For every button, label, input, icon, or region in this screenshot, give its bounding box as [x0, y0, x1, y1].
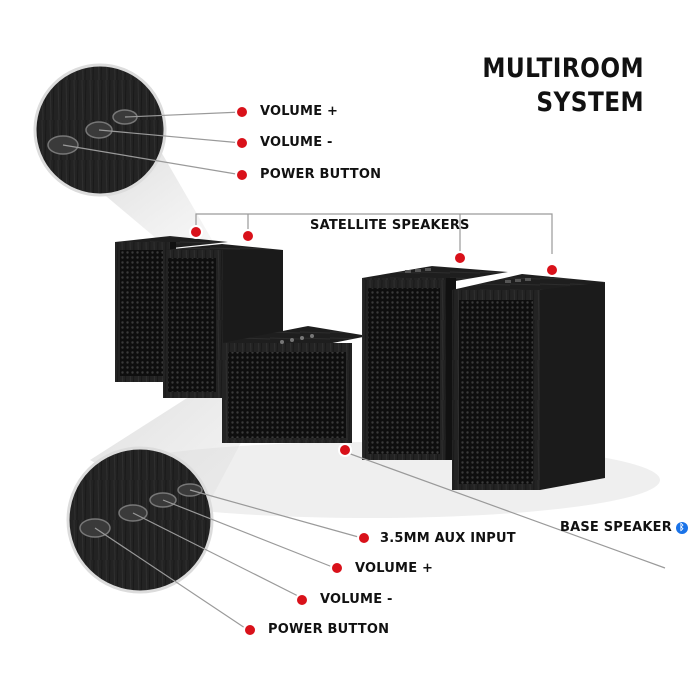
page-title: MULTIROOM SYSTEM: [482, 52, 644, 120]
leader-lines: [62, 111, 666, 631]
bottom-zoom-circle: [66, 446, 214, 594]
satellite-speaker-2: [163, 244, 283, 398]
satellite-speakers-label: SATELLITE SPEAKERS: [310, 218, 470, 233]
satellite-speaker-1: [115, 236, 228, 382]
top-power-button-label: POWER BUTTON: [260, 167, 382, 182]
bluetooth-icon: ᛒ: [675, 521, 688, 534]
title-line-1: MULTIROOM: [482, 53, 644, 84]
top-volume-plus-label: VOLUME +: [260, 104, 339, 119]
title-line-2: SYSTEM: [536, 87, 644, 118]
satellite-speaker-3: [362, 266, 508, 460]
base-speaker-unit: [222, 326, 368, 443]
bottom-volume-plus-label: VOLUME +: [355, 561, 434, 576]
bottom-aux-input-label: 3.5MM AUX INPUT: [380, 531, 516, 546]
marker-dots: [189, 105, 559, 637]
bottom-power-button-label: POWER BUTTON: [268, 622, 390, 637]
bottom-volume-minus-label: VOLUME -: [320, 592, 393, 607]
top-volume-minus-label: VOLUME -: [260, 135, 333, 150]
satellite-speaker-4: [452, 274, 605, 490]
base-speaker-text: BASE SPEAKER: [560, 520, 672, 535]
